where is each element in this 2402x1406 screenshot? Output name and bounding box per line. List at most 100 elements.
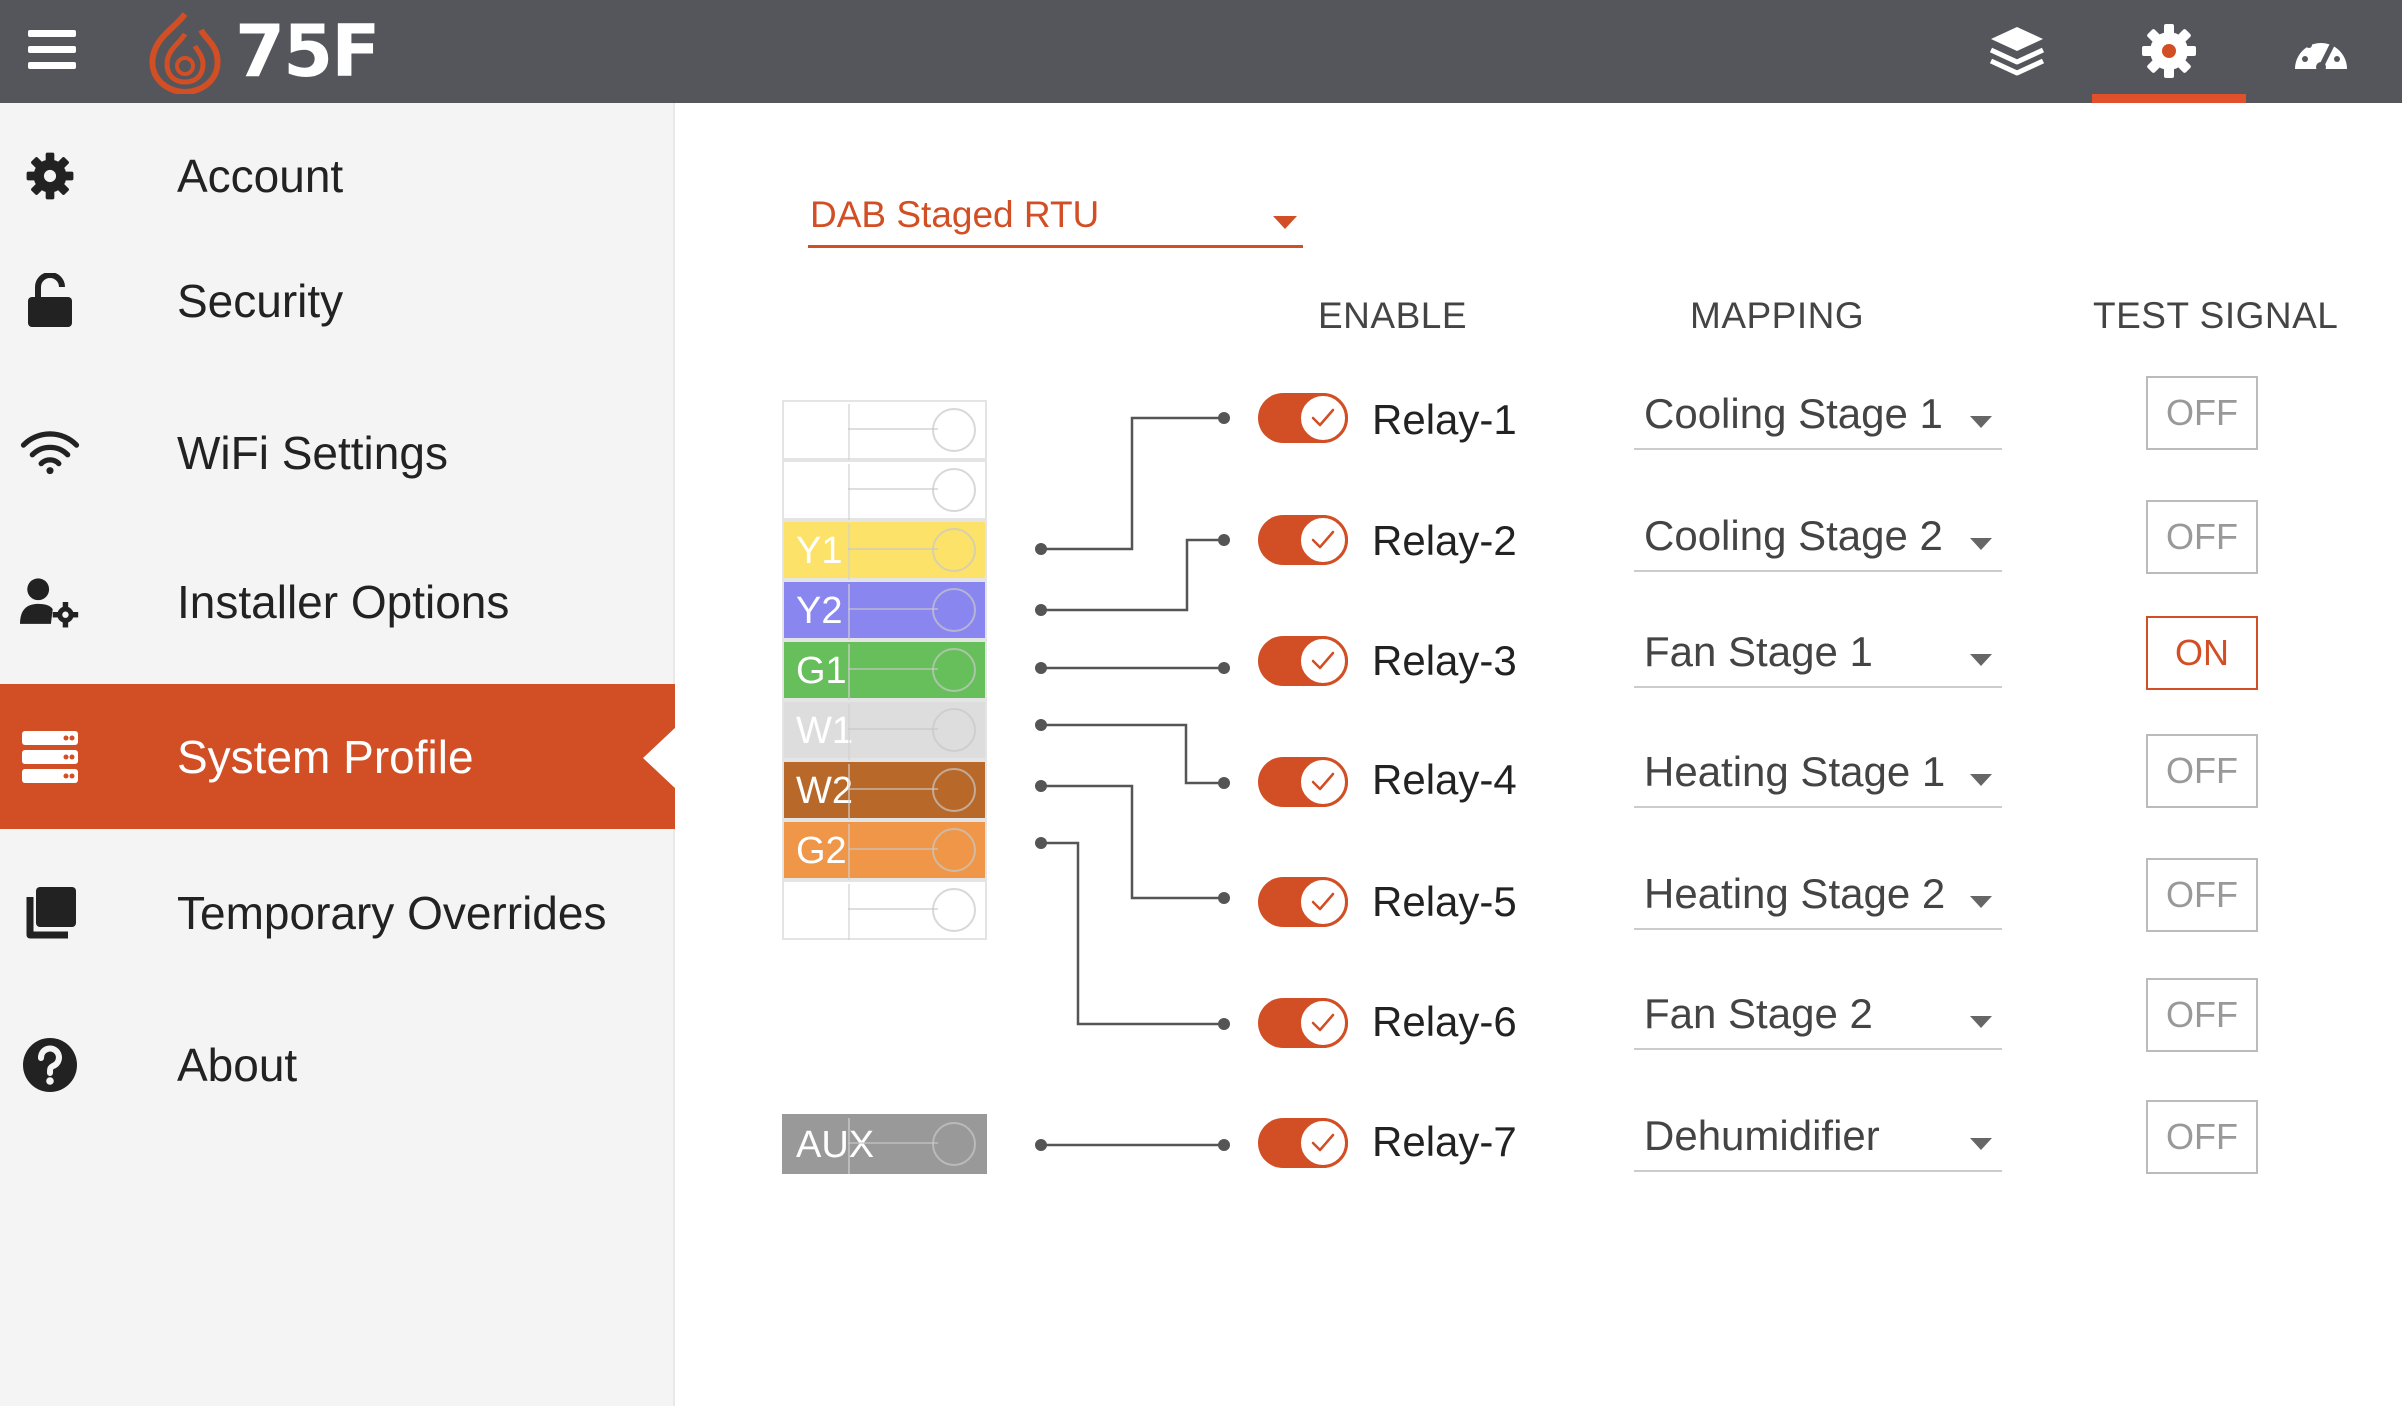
sidebar-item-about[interactable]: About [0,992,675,1137]
relay-7-test-signal-button[interactable]: OFF [2146,1100,2258,1174]
sidebar-item-label: System Profile [177,730,474,783]
terminal-screw [848,1118,976,1174]
relay-4-test-signal-button[interactable]: OFF [2146,734,2258,808]
sidebar-item-label: Security [177,274,344,327]
test-signal-column-header: TEST SIGNAL [2093,295,2339,336]
sidebar-item-security[interactable]: Security [0,228,675,373]
relay-4-enable-toggle[interactable] [1258,757,1348,807]
wire-w2-relay-5 [1041,784,1224,900]
active-indicator [643,726,677,790]
relay-5-enable-toggle[interactable] [1258,877,1348,927]
sidebar: Account Security WiFi Settings [0,103,677,1406]
user-settings-icon [20,572,80,632]
terminal-screw [848,584,976,640]
relay-3-test-signal-button[interactable]: ON [2146,616,2258,690]
sidebar-item-temporary-overrides[interactable]: Temporary Overrides [0,840,675,985]
check-icon [1298,877,1348,927]
terminal-aux: AUX [782,1114,987,1174]
relay-label: Relay-7 [1372,1118,1517,1165]
terminal-screw [848,524,976,580]
copy-icon [20,883,80,943]
relay-3-enable-toggle[interactable] [1258,636,1348,686]
relay-4-mapping-dropdown[interactable]: Heating Stage 1 [1634,744,2002,808]
chevron-down-icon [1273,216,1297,229]
relay-label: Relay-1 [1372,396,1517,443]
sidebar-item-wifi[interactable]: WiFi Settings [0,380,675,525]
relay-label: Relay-2 [1372,517,1517,564]
terminal-label: W2 [796,770,853,812]
mapping-column-header: MAPPING [1690,295,1865,336]
chevron-down-icon [1970,1138,1992,1150]
dashboard-gauge-icon[interactable] [2286,16,2356,86]
logo-text: 75F [235,9,380,93]
layers-icon[interactable] [1982,16,2052,86]
terminal-label: Y2 [796,590,843,632]
chevron-down-icon [1970,416,1992,428]
terminal-screw [848,884,976,940]
terminal-label: G2 [796,830,847,872]
wire-g2-relay-6 [1041,841,1224,1026]
chevron-down-icon [1970,654,1992,666]
chevron-down-icon [1970,774,1992,786]
sidebar-item-system-profile[interactable]: System Profile [0,684,677,829]
check-icon [1298,393,1348,443]
terminal-g1: G1 [782,640,987,700]
terminal-screw [848,824,976,880]
terminal-label: W1 [796,710,853,752]
relay-2-enable-toggle[interactable] [1258,515,1348,565]
server-stack-icon [20,727,80,787]
terminal-empty [782,880,987,940]
check-icon [1298,757,1348,807]
mapping-value: Fan Stage 2 [1644,990,1873,1037]
menu-icon[interactable] [28,30,76,70]
relay-5-test-signal-button[interactable]: OFF [2146,858,2258,932]
wire-y1-relay-1 [1041,416,1224,551]
terminal-screw [848,464,976,520]
relay-label: Relay-4 [1372,756,1517,803]
check-icon [1298,515,1348,565]
terminal-label: Y1 [796,530,843,572]
terminal-label: G1 [796,650,847,692]
terminal-w2: W2 [782,760,987,820]
relay-2-mapping-dropdown[interactable]: Cooling Stage 2 [1634,508,2002,572]
unlock-icon [20,271,80,331]
settings-icon[interactable] [2134,16,2204,86]
relay-1-mapping-dropdown[interactable]: Cooling Stage 1 [1634,386,2002,450]
top-bar: 75F [0,0,2402,103]
system-profile-dropdown[interactable]: DAB Staged RTU [808,186,1303,248]
relay-1-test-signal-button[interactable]: OFF [2146,376,2258,450]
sidebar-item-label: WiFi Settings [177,426,448,479]
relay-2-test-signal-button[interactable]: OFF [2146,500,2258,574]
terminal-empty [782,400,987,460]
sidebar-item-label: Account [177,149,344,202]
terminal-w1: W1 [782,700,987,760]
relay-3-mapping-dropdown[interactable]: Fan Stage 1 [1634,624,2002,688]
relay-6-test-signal-button[interactable]: OFF [2146,978,2258,1052]
mapping-value: Cooling Stage 1 [1644,390,1943,437]
relay-5-mapping-dropdown[interactable]: Heating Stage 2 [1634,866,2002,930]
terminal-screw [848,644,976,700]
terminal-g2: G2 [782,820,987,880]
relay-7-mapping-dropdown[interactable]: Dehumidifier [1634,1108,2002,1172]
relay-6-mapping-dropdown[interactable]: Fan Stage 2 [1634,986,2002,1050]
chevron-down-icon [1970,1016,1992,1028]
system-profile-value: DAB Staged RTU [810,194,1100,235]
gear-icon [20,146,80,206]
mapping-value: Cooling Stage 2 [1644,512,1943,559]
relay-6-enable-toggle[interactable] [1258,998,1348,1048]
check-icon [1298,636,1348,686]
relay-7-enable-toggle[interactable] [1258,1118,1348,1168]
mapping-value: Heating Stage 1 [1644,748,1946,795]
enable-column-header: ENABLE [1318,295,1468,336]
check-icon [1298,1118,1348,1168]
mapping-value: Fan Stage 1 [1644,628,1873,675]
sidebar-item-account[interactable]: Account [0,103,675,248]
sidebar-item-label: Installer Options [177,575,510,628]
sidebar-item-installer-options[interactable]: Installer Options [0,529,675,674]
flame-logo-icon [149,12,221,94]
terminal-y1: Y1 [782,520,987,580]
relay-1-enable-toggle[interactable] [1258,393,1348,443]
wire-w1-relay-4 [1041,723,1224,785]
terminal-empty [782,460,987,520]
